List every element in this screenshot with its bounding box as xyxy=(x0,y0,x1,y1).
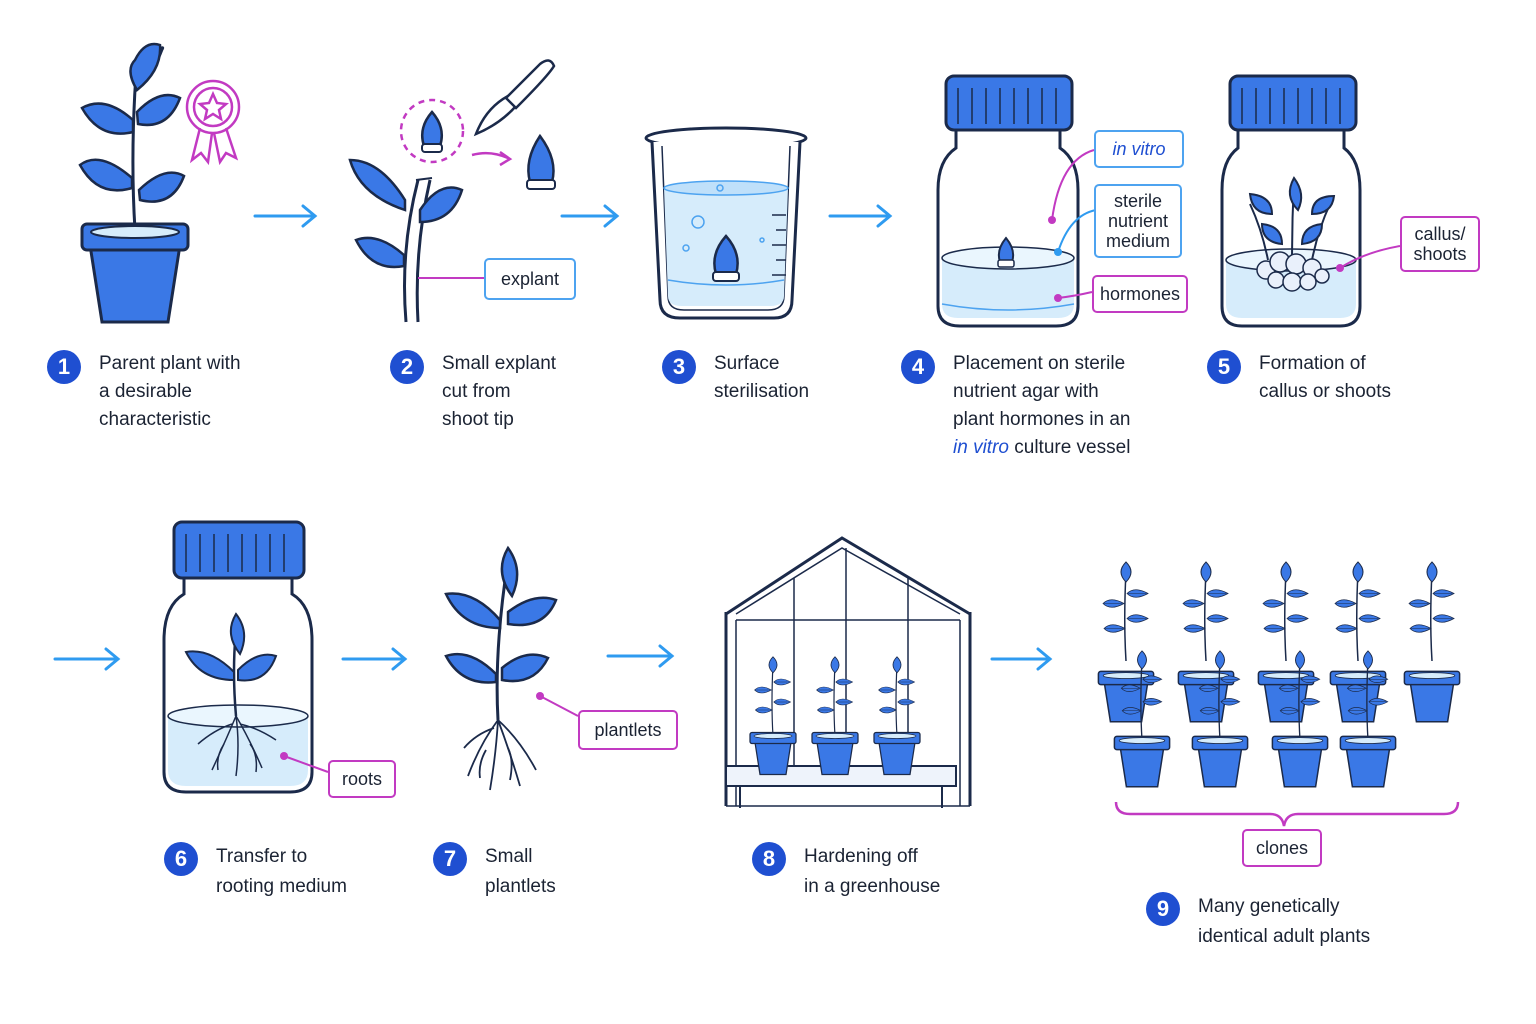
caption-line: Placement on sterile xyxy=(953,353,1126,374)
caption-line: a desirable xyxy=(99,381,192,402)
step-2: 2 Small explant cut from shoot tip xyxy=(390,350,556,434)
step-caption: Many genetically identical adult plants xyxy=(1198,892,1370,952)
plantlets-label-text: plantlets xyxy=(594,720,662,740)
step-number: 7 xyxy=(433,842,467,876)
rooting-jar-icon xyxy=(162,520,314,794)
step-caption: Surface sterilisation xyxy=(714,350,809,406)
caption-line: Small xyxy=(485,846,533,867)
plantlets-label: plantlets xyxy=(578,710,678,750)
step-caption: Small plantlets xyxy=(485,842,556,902)
caption-line: Surface xyxy=(714,353,780,374)
caption-line: Hardening off xyxy=(804,846,918,867)
explant-cutting-icon xyxy=(348,98,556,323)
step-3: 3 Surface sterilisation xyxy=(662,350,809,406)
step-number: 4 xyxy=(901,350,935,384)
caption-line: identical adult plants xyxy=(1198,926,1371,947)
hormones-label-text: hormones xyxy=(1099,284,1181,304)
step-1: 1 Parent plant with a desirable characte… xyxy=(47,350,241,434)
callus-leader-line xyxy=(1339,245,1401,269)
parent-plant-icon xyxy=(78,42,190,324)
caption-line: Formation of xyxy=(1259,353,1366,374)
step-caption: Placement on sterile nutrient agar with … xyxy=(953,350,1130,462)
caption-line: nutrient agar with xyxy=(953,381,1099,402)
italic-in-vitro: in vitro xyxy=(953,437,1009,458)
roots-leader-line xyxy=(283,755,329,773)
plantlet-icon xyxy=(444,545,558,791)
callus-leader-dot xyxy=(1336,264,1344,272)
caption-line: callus or shoots xyxy=(1259,381,1392,402)
clone-plants xyxy=(1097,562,1461,788)
sterile-nutrient-medium-text: sterile nutrient medium xyxy=(1105,191,1171,251)
step-number: 3 xyxy=(662,350,696,384)
step-caption: Small explant cut from shoot tip xyxy=(442,350,556,434)
roots-label-text: roots xyxy=(341,769,383,789)
clones-label: clones xyxy=(1242,829,1322,867)
callus-shoots-label: callus/ shoots xyxy=(1400,216,1480,272)
callus-jar-icon xyxy=(1220,74,1362,328)
roots-label: roots xyxy=(328,760,396,798)
caption-line: characteristic xyxy=(99,409,211,430)
process-arrows xyxy=(53,204,1053,671)
step-4: 4 Placement on sterile nutrient agar wit… xyxy=(901,350,1130,462)
step-number: 9 xyxy=(1146,892,1180,926)
step-number: 1 xyxy=(47,350,81,384)
step-caption: Transfer to rooting medium xyxy=(216,842,347,902)
caption-line: shoot tip xyxy=(442,409,514,430)
caption-line: Small explant xyxy=(442,353,557,374)
greenhouse-plants xyxy=(749,657,921,776)
hormones-label: hormones xyxy=(1092,275,1188,313)
step-number: 5 xyxy=(1207,350,1241,384)
step-9: 9 Many genetically identical adult plant… xyxy=(1146,892,1370,952)
callus-shoots-label-text: callus/ shoots xyxy=(1413,224,1467,264)
in-vitro-label-text: in vitro xyxy=(1112,139,1166,159)
caption-line-rest: culture vessel xyxy=(1008,437,1131,458)
caption-line: plantlets xyxy=(485,876,556,897)
step-6: 6 Transfer to rooting medium xyxy=(164,842,347,902)
beaker-icon xyxy=(644,126,808,320)
caption-line: rooting medium xyxy=(216,876,347,897)
award-ribbon-icon xyxy=(185,79,241,166)
roots-leader-dot xyxy=(280,752,288,760)
step-number: 8 xyxy=(752,842,786,876)
in-vitro-label: in vitro xyxy=(1094,130,1184,168)
vessel-leader-lines xyxy=(1048,149,1097,302)
clones-label-text: clones xyxy=(1255,838,1309,858)
explant-label: explant xyxy=(484,258,576,300)
step-number: 6 xyxy=(164,842,198,876)
step-caption: Parent plant with a desirable characteri… xyxy=(99,350,241,434)
step-caption: Formation of callus or shoots xyxy=(1259,350,1391,406)
step-7: 7 Small plantlets xyxy=(433,842,556,902)
sterile-nutrient-medium-label: sterile nutrient medium xyxy=(1094,184,1182,258)
caption-line: sterilisation xyxy=(714,381,810,402)
caption-line: in vitro culture vessel xyxy=(953,434,1130,462)
step-number: 2 xyxy=(390,350,424,384)
caption-line: plant hormones in an xyxy=(953,409,1131,430)
caption-line: Transfer to xyxy=(216,846,308,867)
culture-jar-icon xyxy=(936,74,1080,328)
step-caption: Hardening off in a greenhouse xyxy=(804,842,940,902)
scalpel-icon xyxy=(473,59,556,137)
caption-line: Parent plant with xyxy=(99,353,241,374)
step-5: 5 Formation of callus or shoots xyxy=(1207,350,1391,406)
plantlets-leader-line xyxy=(539,695,579,717)
explant-label-text: explant xyxy=(500,269,560,289)
caption-line: in a greenhouse xyxy=(804,876,941,897)
clones-brace xyxy=(1114,801,1460,827)
step-8: 8 Hardening off in a greenhouse xyxy=(752,842,940,902)
caption-line: cut from xyxy=(442,381,511,402)
caption-line: Many genetically xyxy=(1198,896,1340,917)
plantlets-leader-dot xyxy=(536,692,544,700)
